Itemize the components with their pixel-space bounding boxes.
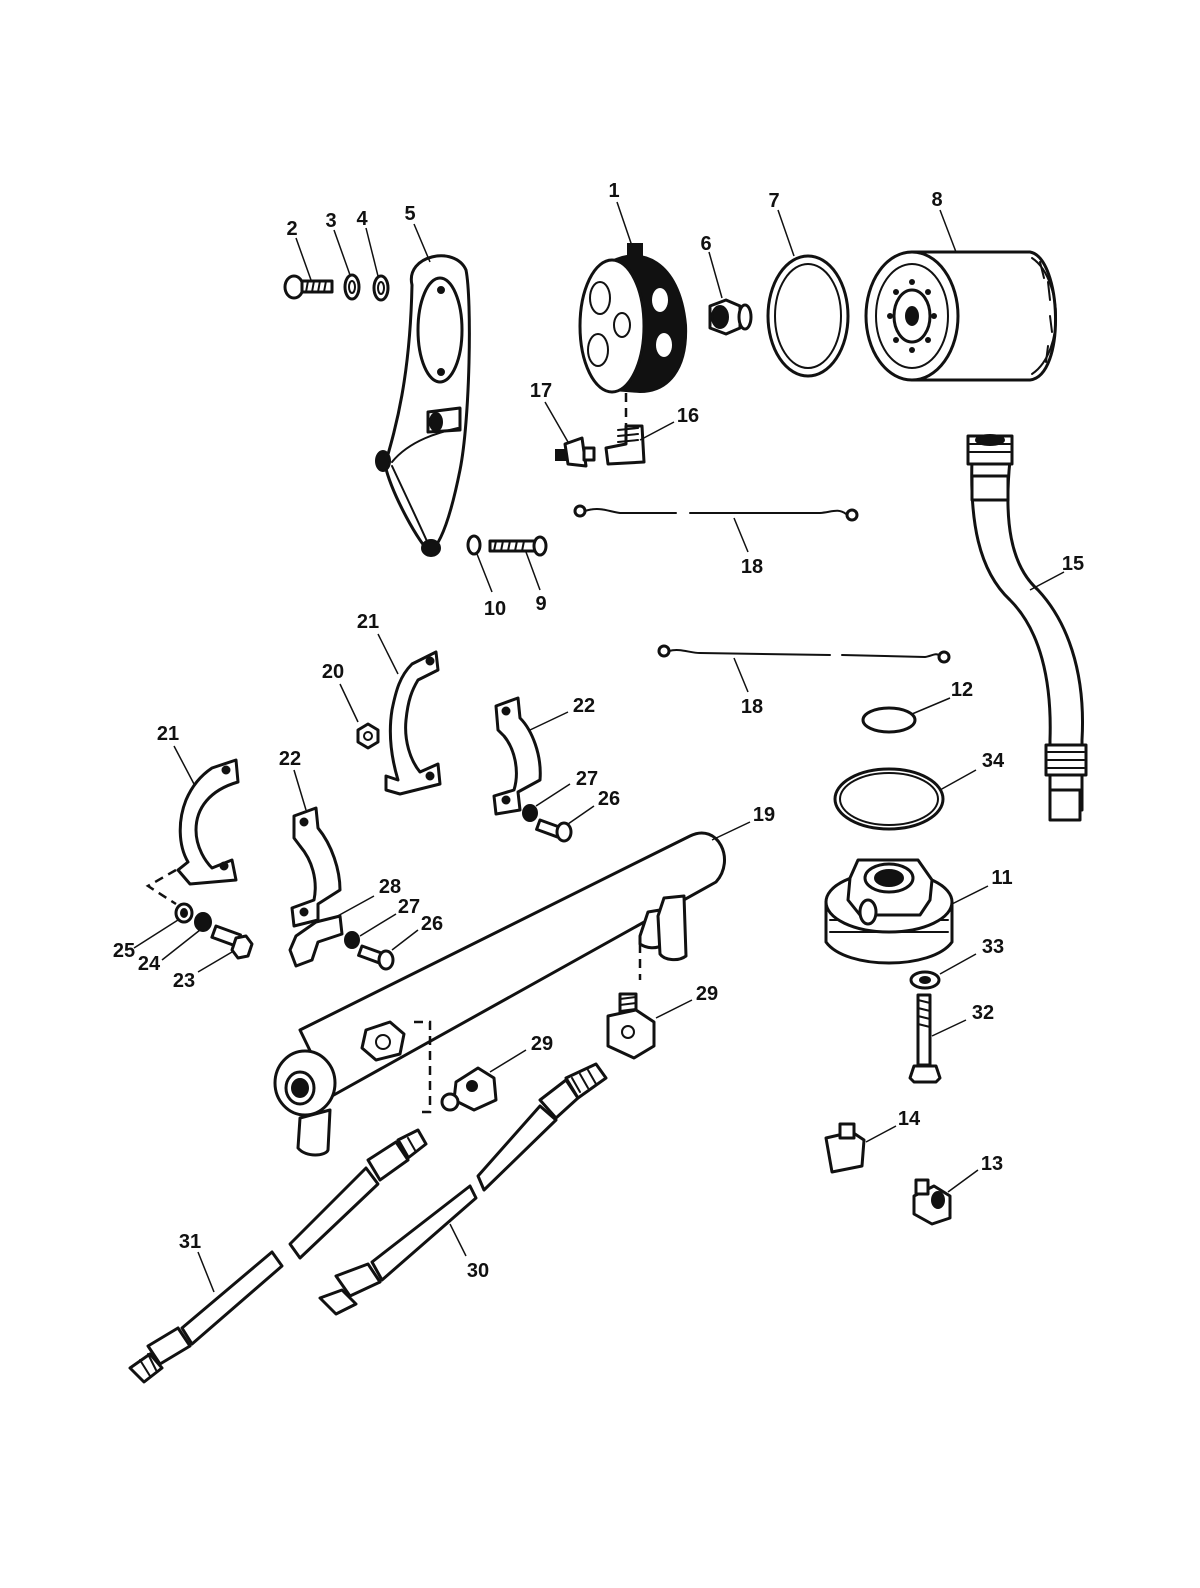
- callout-10: 10: [484, 598, 506, 620]
- callout-34: 34: [982, 750, 1005, 772]
- callout-16: 16: [677, 405, 699, 427]
- part-27-lock-washer-upper: [522, 804, 538, 822]
- part-30-hose: [318, 1062, 608, 1316]
- callout-27-lower: 27: [398, 896, 420, 918]
- part-23-bolt: [210, 924, 254, 960]
- part-10-washer: [466, 534, 482, 556]
- part-24-lock-washer: [194, 912, 212, 932]
- callout-21-upper: 21: [357, 611, 379, 633]
- part-21-clamp-lower: [145, 758, 240, 906]
- part-29-fitting-left: [440, 1066, 498, 1112]
- part-19-oil-cooler: [273, 831, 726, 1157]
- part-32-bolt: [908, 993, 942, 1084]
- part-26-bolt-lower: [357, 944, 395, 971]
- part-1-filter-adapter: [578, 243, 688, 425]
- part-25-washer: [174, 902, 194, 924]
- callout-30: 30: [467, 1260, 489, 1282]
- callout-17: 17: [530, 380, 552, 402]
- callout-11: 11: [991, 867, 1012, 889]
- part-12-o-ring: [861, 706, 917, 734]
- part-9-bolt: [488, 535, 548, 557]
- callout-21-lower: 21: [157, 723, 179, 745]
- callout-labels: 1 2 3 4 5 6 7 8 9 10 11 12 13 14 15 16 1…: [113, 180, 1084, 1282]
- callout-12: 12: [951, 679, 973, 701]
- part-15-oil-hose: [966, 434, 1088, 822]
- callout-9: 9: [535, 593, 546, 615]
- callout-5: 5: [404, 203, 415, 225]
- callout-22-upper: 22: [573, 695, 595, 717]
- part-13-elbow-fitting: [912, 1178, 952, 1226]
- callout-24: 24: [138, 953, 161, 975]
- callout-26-upper: 26: [598, 788, 620, 810]
- callout-26-lower: 26: [421, 913, 443, 935]
- part-29-fitting-right: [606, 992, 656, 1060]
- part-7-gasket: [766, 254, 850, 378]
- callout-18-upper: 18: [741, 556, 763, 578]
- part-11-filter-base: [824, 858, 954, 965]
- callout-15: 15: [1062, 553, 1084, 575]
- callout-1: 1: [608, 180, 619, 202]
- callout-29-left: 29: [531, 1033, 553, 1055]
- callout-7: 7: [768, 190, 779, 212]
- part-28-clip: [288, 914, 344, 968]
- callout-22-lower: 22: [279, 748, 301, 770]
- part-31-hose: [128, 1128, 428, 1384]
- callout-18-lower: 18: [741, 696, 763, 718]
- callout-8: 8: [931, 189, 942, 211]
- part-22-clamp-lower: [290, 806, 342, 928]
- callout-4: 4: [356, 208, 368, 230]
- callout-23: 23: [173, 970, 195, 992]
- callout-14: 14: [898, 1108, 921, 1130]
- callout-33: 33: [982, 936, 1004, 958]
- callout-leaders: [133, 201, 1065, 1293]
- part-18-cable-lower: [657, 644, 951, 664]
- callout-31: 31: [179, 1231, 201, 1253]
- callout-28: 28: [379, 876, 401, 898]
- callout-19: 19: [753, 804, 775, 826]
- part-8-oil-filter: [864, 250, 1058, 382]
- part-22-clamp-upper: [492, 696, 542, 816]
- callout-29-right: 29: [696, 983, 718, 1005]
- part-4-washer: [372, 274, 390, 302]
- part-5-mounting-bracket: [375, 254, 471, 557]
- callout-6: 6: [700, 233, 711, 255]
- part-18-cable-upper: [573, 504, 859, 522]
- callout-2: 2: [286, 218, 297, 240]
- part-3-lock-washer: [343, 273, 361, 301]
- callout-20: 20: [322, 661, 344, 683]
- part-21-clamp-upper: [384, 650, 442, 796]
- callout-32: 32: [972, 1002, 994, 1024]
- callout-13: 13: [981, 1153, 1003, 1175]
- part-2-bolt: [283, 274, 334, 300]
- part-27-lock-washer-lower: [344, 931, 360, 949]
- part-34-gasket: [833, 767, 945, 831]
- callout-25: 25: [113, 940, 135, 962]
- callout-3: 3: [325, 210, 336, 232]
- part-26-bolt-upper: [535, 818, 573, 843]
- part-17-sender: [555, 436, 596, 468]
- callout-27-upper: 27: [576, 768, 598, 790]
- part-33-washer: [909, 970, 941, 990]
- part-16-elbow: [604, 424, 646, 466]
- part-6-nipple: [708, 298, 753, 336]
- part-20-nut: [356, 722, 380, 750]
- part-14-fitting: [824, 1122, 866, 1174]
